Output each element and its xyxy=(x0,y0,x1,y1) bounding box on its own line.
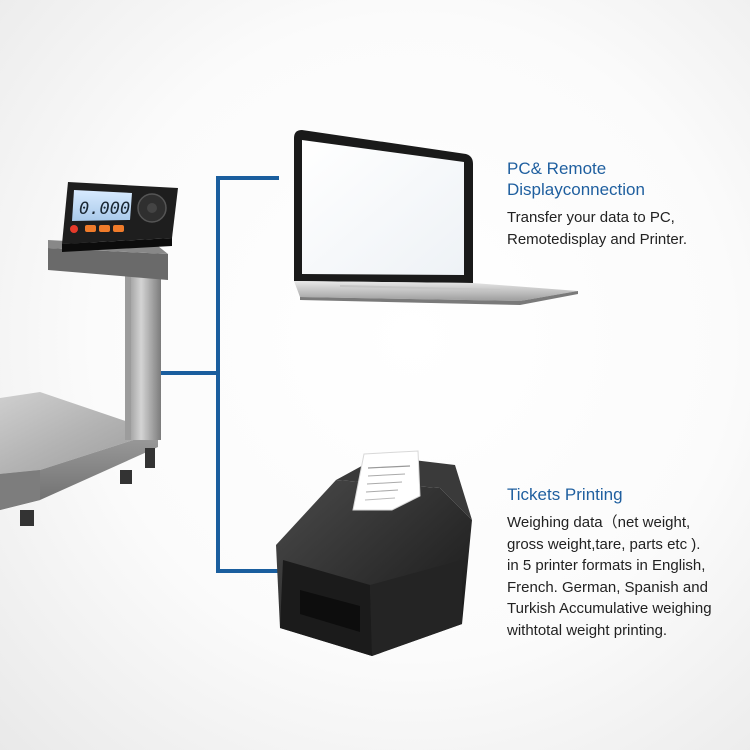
pc-remote-title: PC& Remote Displayconnection xyxy=(507,158,687,200)
connector-lines xyxy=(160,176,279,573)
scale-indicator: 0.000 xyxy=(70,190,167,233)
pc-remote-title-line-2: Displayconnection xyxy=(507,180,645,199)
pc-remote-description: Transfer your data to PC, Remotedisplay … xyxy=(507,207,687,250)
tickets-printing-description: Weighing data（net weight, gross weight,t… xyxy=(507,512,712,641)
pc-remote-section: PC& Remote Displayconnection Transfer yo… xyxy=(507,158,687,250)
pc-remote-title-line-1: PC& Remote xyxy=(507,159,607,178)
pc-remote-desc-line-2: Remotedisplay and Printer. xyxy=(507,230,688,248)
tickets-printing-section: Tickets Printing Weighing data（net weigh… xyxy=(507,484,712,641)
receipt-paper xyxy=(352,450,421,511)
tickets-desc-line-6: withtotal weight printing. xyxy=(507,621,668,639)
tickets-desc-line-2: gross weight,tare, parts etc ). xyxy=(507,535,701,553)
bench-scale xyxy=(0,182,178,526)
laptop-illustration xyxy=(294,130,578,305)
power-key-icon xyxy=(70,225,78,233)
printer-illustration xyxy=(276,450,472,656)
lcd-reading: 0.000 xyxy=(79,199,130,219)
tickets-title-line-1: Tickets Printing xyxy=(507,485,623,504)
tickets-desc-line-3: in 5 printer formats in English, xyxy=(507,557,706,574)
tickets-printing-title: Tickets Printing xyxy=(507,484,712,505)
tickets-desc-line-5: Turkish Accumulative weighing xyxy=(507,600,712,617)
tickets-desc-line-4: French. German, Spanish and xyxy=(507,578,708,596)
pc-remote-desc-line-1: Transfer your data to PC, xyxy=(507,209,675,226)
tickets-desc-line-1: Weighing data（net weight, xyxy=(507,514,691,531)
